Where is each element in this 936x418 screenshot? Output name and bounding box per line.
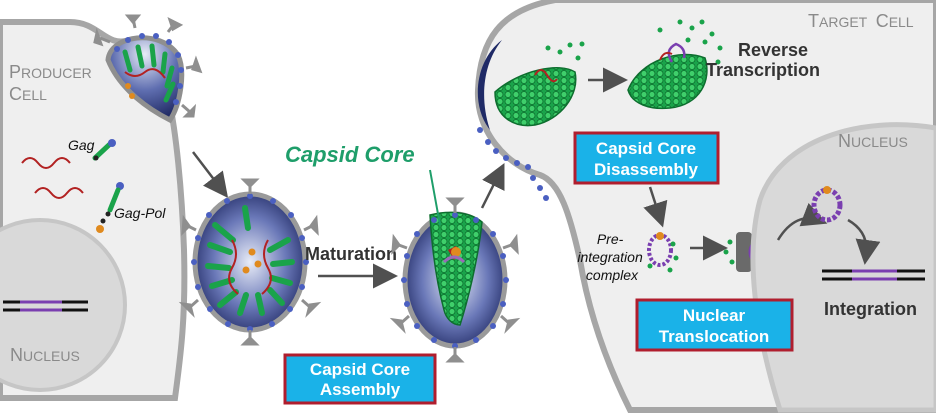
- target-cell-label: TARGET CELL: [808, 11, 914, 31]
- mature-virion: [389, 197, 521, 363]
- svg-text:Assembly: Assembly: [320, 380, 401, 399]
- arrow-to-target: [480, 163, 505, 209]
- nuclear-translocation-box: Nuclear Translocation: [635, 298, 794, 352]
- arrow-budding: [192, 151, 229, 198]
- capsid-core-disassembly-box: Capsid Core Disassembly: [573, 131, 720, 185]
- maturation-label: Maturation: [305, 244, 397, 264]
- budding-virion: [93, 14, 203, 124]
- arrow-integration: [847, 218, 881, 265]
- integration-label: Integration: [824, 299, 917, 319]
- gag-pol-label: Gag-Pol: [114, 205, 166, 221]
- integrated-dna-icon: [822, 269, 925, 281]
- svg-text:Capsid Core: Capsid Core: [310, 360, 410, 379]
- svg-text:Capsid Core: Capsid Core: [596, 139, 696, 158]
- immature-virion: [178, 178, 322, 346]
- gag-label: Gag: [68, 137, 95, 153]
- capsid-core-rt-1: [494, 41, 585, 127]
- svg-text:Translocation: Translocation: [659, 327, 770, 346]
- producer-cell-label: PRODUCER CELL: [9, 62, 96, 104]
- pic-label: Pre- integration complex: [577, 231, 646, 283]
- capsid-core-pointer: [429, 169, 441, 226]
- target-nucleus: NUCLEUS: [750, 122, 936, 413]
- arrow-nuclear-entry: [776, 202, 828, 241]
- capsid-core-assembly-box: Capsid Core Assembly: [283, 353, 437, 405]
- gag-pol-molecule-icon: [96, 182, 124, 233]
- capsid-core-rt-2: [627, 19, 723, 110]
- pre-integration-complex-icon: [647, 232, 679, 273]
- svg-text:Nuclear: Nuclear: [683, 306, 746, 325]
- producer-nucleus-label: NUCLEUS: [10, 345, 80, 365]
- arrow-disassembly: [643, 186, 668, 228]
- capsid-core-title: Capsid Core: [285, 142, 415, 167]
- gag-molecule-icon: [92, 139, 116, 161]
- svg-text:Disassembly: Disassembly: [594, 160, 698, 179]
- reverse-transcription-label: Reverse Transcription: [706, 40, 820, 80]
- target-nucleus-label: NUCLEUS: [838, 131, 908, 151]
- producer-nucleus: NUCLEUS: [0, 218, 127, 392]
- viral-dna-ring-icon: [811, 186, 843, 223]
- capsid-core-cone: [429, 211, 483, 326]
- viral-rna-producer: [21, 157, 84, 199]
- fusing-virion: [477, 40, 549, 201]
